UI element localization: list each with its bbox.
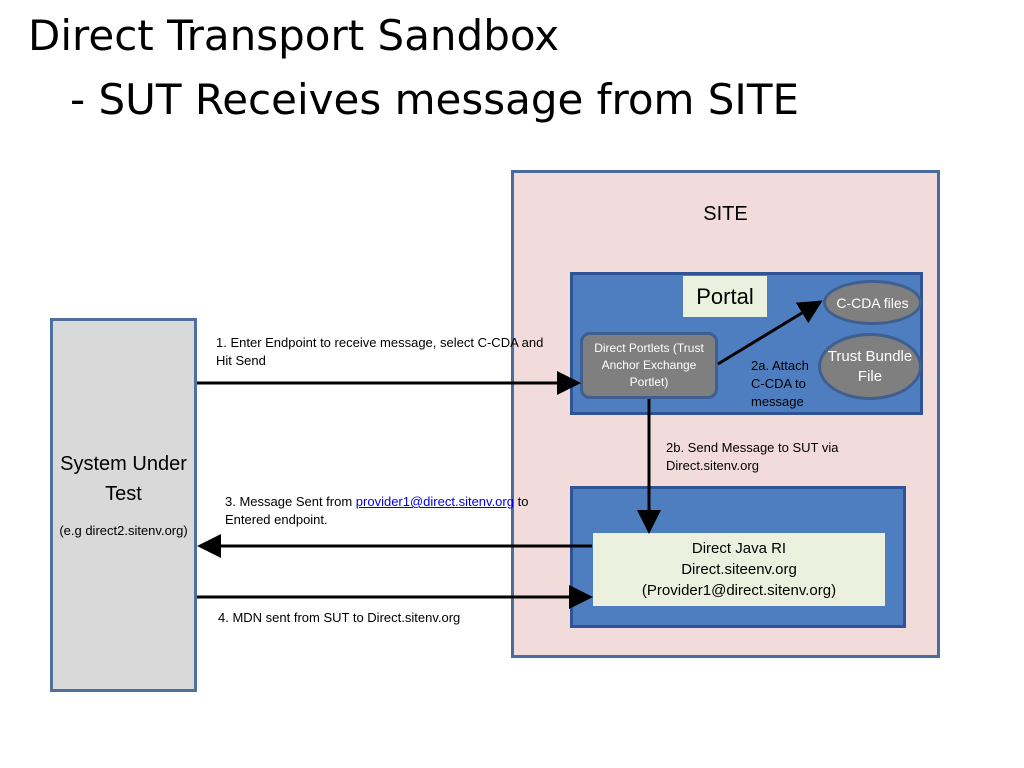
step-3-label: 3. Message Sent from provider1@direct.si… [225, 493, 560, 529]
ri-domain: Direct.siteenv.org [681, 561, 797, 578]
sut-name: System Under Test [60, 453, 187, 505]
title-line-2: - SUT Receives message from SITE [70, 75, 800, 124]
step-2b-label: 2b. Send Message to SUT via Direct.siten… [666, 440, 839, 473]
portal-label: Portal [683, 276, 767, 317]
page-title: Direct Transport Sandbox - SUT Receives … [28, 8, 799, 128]
system-under-test-box: System Under Test (e.g direct2.sitenv.or… [50, 318, 197, 692]
direct-portlets-node: Direct Portlets (Trust Anchor Exchange P… [580, 332, 718, 399]
step-3-suffix: to Entered endpoint. [225, 494, 529, 527]
trust-bundle-node: Trust Bundle File [818, 333, 922, 400]
title-line-1: Direct Transport Sandbox [28, 11, 560, 60]
ccda-files-node: C-CDA files [823, 280, 922, 325]
sut-example: (e.g direct2.sitenv.org) [59, 523, 188, 538]
ri-address: (Provider1@direct.sitenv.org) [641, 582, 837, 599]
ri-title: Direct Java RI [691, 540, 787, 557]
site-label: SITE [703, 203, 748, 225]
provider-email-link[interactable]: provider1@direct.sitenv.org [355, 494, 514, 509]
step-3-prefix: 3. Message Sent from [225, 494, 356, 509]
step-4-label: 4. MDN sent from SUT to Direct.sitenv.or… [218, 610, 461, 625]
direct-java-ri-box: Direct Java RI Direct.siteenv.org (Provi… [593, 533, 885, 606]
step-1-label: 1. Enter Endpoint to receive message, se… [216, 335, 544, 368]
step-2a-label: 2a. Attach C-CDA to message [751, 358, 809, 409]
